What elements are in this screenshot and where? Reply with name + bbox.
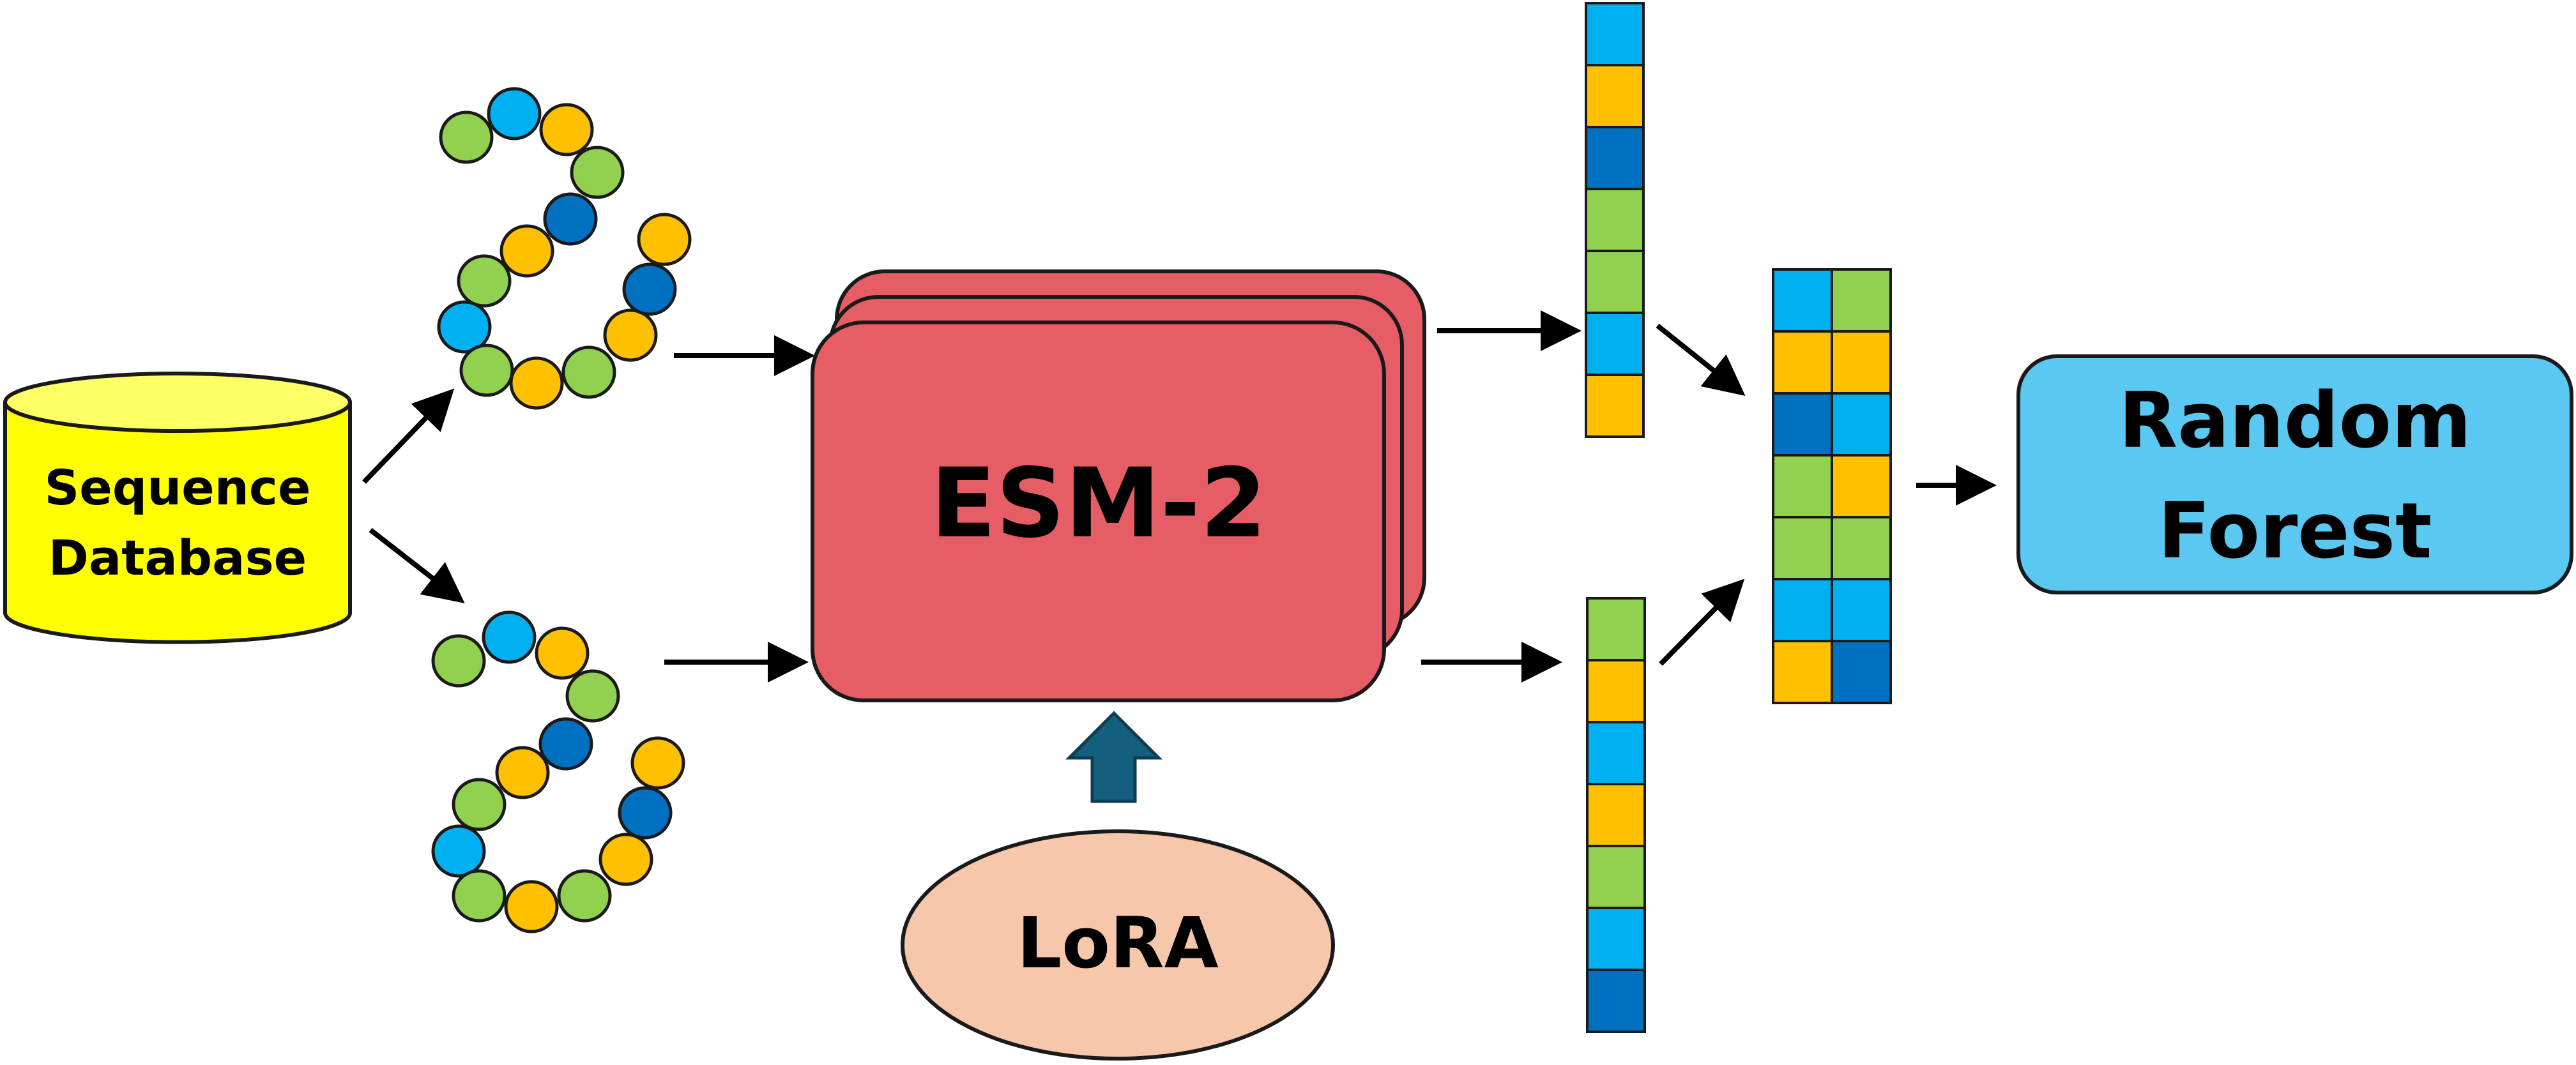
combined-embedding-cell bbox=[1772, 640, 1833, 704]
esm2-label: ESM-2 bbox=[931, 448, 1267, 559]
random-forest-box bbox=[2016, 354, 2573, 594]
bottom-sequence-bead bbox=[630, 736, 685, 790]
bottom-sequence-bead bbox=[618, 786, 673, 840]
bottom-sequence-bead bbox=[557, 869, 612, 923]
bottom-embedding-cell bbox=[1586, 659, 1646, 723]
top-embedding-cell bbox=[1585, 64, 1645, 128]
bottom-protein-sequence bbox=[431, 610, 685, 933]
bottom-embedding-cell bbox=[1586, 907, 1646, 971]
top-sequence-bead bbox=[570, 146, 625, 199]
bottom-sequence-bead bbox=[504, 880, 559, 933]
lora-label: LoRA bbox=[1017, 902, 1219, 984]
database-label-line1: Sequence bbox=[44, 459, 310, 516]
combined-embedding-cell bbox=[1831, 454, 1892, 518]
combined-embedding-cell bbox=[1772, 392, 1833, 457]
top-protein-sequence bbox=[437, 87, 692, 410]
bottom-embedding-cell bbox=[1586, 597, 1646, 661]
bottom-embedding-vector bbox=[1586, 597, 1646, 1033]
top-embedding-vector bbox=[1585, 2, 1645, 438]
combined-embedding-cell bbox=[1831, 268, 1892, 333]
lora-up-arrow bbox=[1073, 758, 1075, 801]
top-sequence-bead bbox=[637, 213, 692, 266]
top-sequence-bead bbox=[459, 344, 514, 397]
combined-embedding-cell bbox=[1831, 578, 1892, 642]
random-forest-label-line2: Forest bbox=[2158, 487, 2432, 576]
esm2-model: ESM-2 bbox=[811, 269, 1426, 702]
top-sequence-bead bbox=[603, 308, 658, 362]
sequence-database: Sequence Database bbox=[3, 372, 352, 644]
top-embedding-cell bbox=[1585, 312, 1645, 376]
random-forest-classifier: Random Forest bbox=[2016, 354, 2573, 594]
top-sequence-bead bbox=[539, 103, 594, 156]
bottom-embedding-cell bbox=[1586, 969, 1646, 1033]
top-sequence-bead bbox=[561, 345, 616, 399]
top-sequence-bead bbox=[622, 262, 677, 316]
combined-embedding-cell bbox=[1772, 454, 1833, 518]
top-embedding-cell bbox=[1585, 126, 1645, 190]
random-forest-label-line1: Random bbox=[2119, 377, 2471, 465]
top-sequence-bead bbox=[457, 254, 512, 308]
bottom-sequence-bead bbox=[431, 824, 486, 878]
combined-embedding-cell bbox=[1831, 392, 1892, 457]
combined-embedding-cell bbox=[1772, 268, 1833, 333]
bottom-embedding-cell bbox=[1586, 845, 1646, 909]
bottom-sequence-bead bbox=[431, 634, 486, 688]
top-sequence-bead bbox=[487, 87, 542, 140]
lora-adapter: LoRA bbox=[901, 829, 1335, 1061]
combined-embedding-cell bbox=[1772, 578, 1833, 642]
lora-ellipse bbox=[901, 829, 1335, 1061]
top-sequence-bead bbox=[509, 356, 564, 410]
combined-embedding-cell bbox=[1831, 516, 1892, 580]
arrow-bottom-embedding-to-combined bbox=[1659, 578, 1745, 666]
arrow-top-embedding-to-combined bbox=[1656, 323, 1746, 396]
combined-embedding-cell bbox=[1772, 516, 1833, 580]
bottom-sequence-bead bbox=[495, 746, 550, 799]
bottom-sequence-bead bbox=[598, 833, 653, 886]
bottom-sequence-bead bbox=[452, 869, 507, 923]
bottom-sequence-bead bbox=[482, 610, 537, 664]
top-embedding-cell bbox=[1585, 2, 1645, 66]
database-body bbox=[3, 402, 352, 644]
arrow-db-to-top-sequence bbox=[362, 388, 455, 484]
combined-embedding-cell bbox=[1772, 330, 1833, 395]
bottom-sequence-bead bbox=[565, 669, 620, 723]
top-sequence-bead bbox=[543, 192, 598, 246]
lora-arrow-shape bbox=[1065, 711, 1163, 803]
esm2-layer-front bbox=[811, 321, 1386, 702]
bottom-sequence-bead bbox=[452, 778, 507, 831]
top-embedding-cell bbox=[1585, 250, 1645, 314]
combined-embedding-cell bbox=[1831, 330, 1892, 395]
arrow-db-to-bottom-sequence bbox=[369, 527, 465, 603]
top-sequence-bead bbox=[437, 300, 492, 354]
bottom-sequence-bead bbox=[538, 717, 593, 771]
top-sequence-bead bbox=[439, 110, 494, 164]
combined-embedding-matrix bbox=[1772, 268, 1892, 704]
database-top bbox=[3, 372, 352, 433]
top-sequence-bead bbox=[499, 224, 554, 278]
combined-embedding-cell bbox=[1831, 640, 1892, 704]
bottom-embedding-cell bbox=[1586, 783, 1646, 847]
database-label-line2: Database bbox=[49, 529, 307, 586]
bottom-embedding-cell bbox=[1586, 721, 1646, 785]
top-embedding-cell bbox=[1585, 188, 1645, 252]
bottom-sequence-bead bbox=[535, 626, 590, 680]
top-embedding-cell bbox=[1585, 374, 1645, 438]
